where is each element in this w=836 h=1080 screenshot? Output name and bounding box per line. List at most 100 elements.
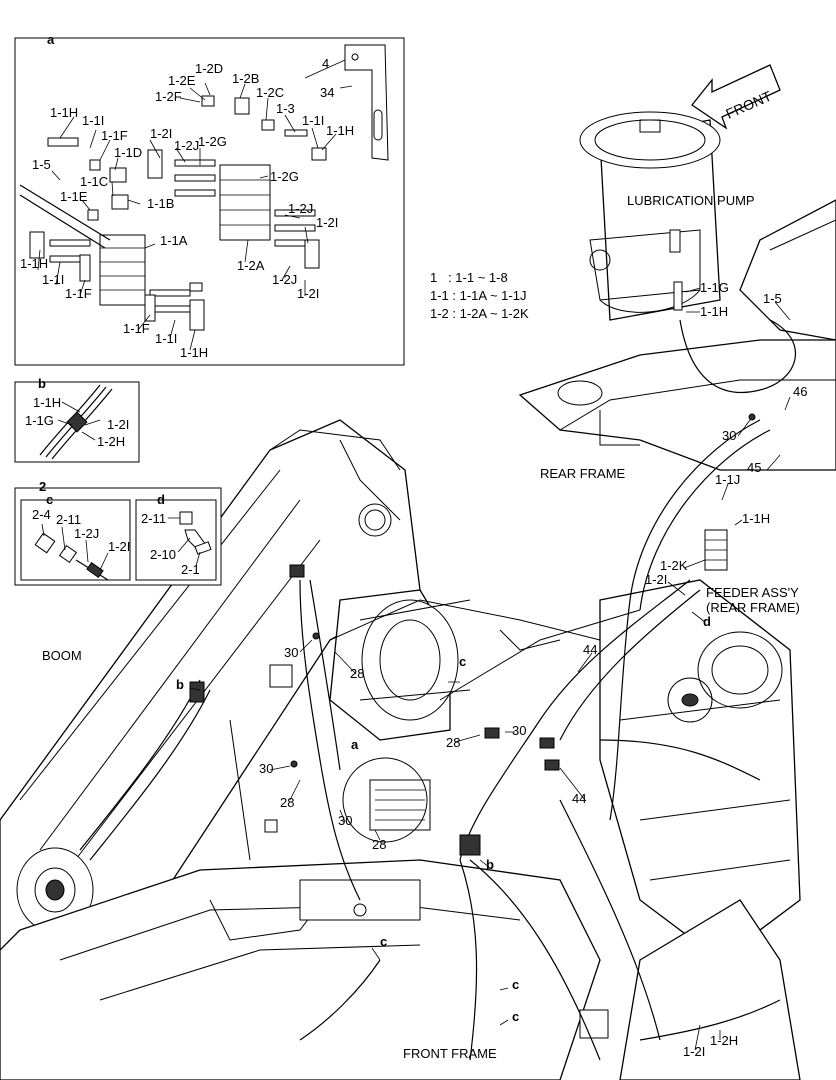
svg-text:1-2I: 1-2I — [683, 1044, 705, 1059]
svg-text:1-1I: 1-1I — [42, 272, 64, 287]
svg-text:1-1F: 1-1F — [123, 321, 150, 336]
svg-text:1-5: 1-5 — [763, 291, 782, 306]
svg-text:30: 30 — [284, 645, 298, 660]
svg-text:c: c — [512, 977, 519, 992]
panel-2-number: 2 — [39, 479, 46, 494]
svg-text:34: 34 — [320, 85, 334, 100]
svg-text:28: 28 — [372, 837, 386, 852]
svg-text:1-1E: 1-1E — [60, 189, 88, 204]
svg-text:1-2B: 1-2B — [232, 71, 259, 86]
svg-text:4: 4 — [322, 56, 329, 71]
svg-text:28: 28 — [350, 666, 364, 681]
svg-text:2-11: 2-11 — [141, 511, 166, 526]
panel-b-letter: b — [38, 376, 46, 391]
svg-text:1-2K: 1-2K — [660, 558, 688, 573]
svg-text:1-2I: 1-2I — [297, 286, 319, 301]
front-direction-arrow: FRONT — [691, 64, 781, 130]
svg-text:2-4: 2-4 — [32, 507, 51, 522]
svg-text:1-2I: 1-2I — [107, 417, 129, 432]
svg-text:1-2A: 1-2A — [237, 258, 265, 273]
svg-text:1-1C: 1-1C — [80, 174, 108, 189]
svg-text:1-2G: 1-2G — [270, 169, 299, 184]
panel-a-letter: a — [47, 32, 55, 47]
legend-line-2: 1-1 : 1-1A ~ 1-1J — [430, 288, 526, 303]
svg-text:1-5: 1-5 — [32, 157, 51, 172]
lubrication-pump — [579, 111, 721, 321]
svg-text:1-1H: 1-1H — [180, 345, 208, 360]
detail-panel-b: b 1-1H 1-1G 1-2I 1-2H — [14, 376, 140, 463]
svg-text:1-1G: 1-1G — [700, 280, 729, 295]
svg-text:1-1B: 1-1B — [147, 196, 174, 211]
svg-text:1-1H: 1-1H — [326, 123, 354, 138]
detail-panel-a: a — [14, 32, 405, 366]
feeder-rear-frame-label: (REAR FRAME) — [706, 600, 800, 615]
svg-text:1-2D: 1-2D — [195, 61, 223, 76]
svg-text:30: 30 — [512, 723, 526, 738]
feeder-assy-label: FEEDER ASS'Y — [706, 585, 799, 600]
panel-a-callouts: 4 34 1-2D 1-2E 1-2B 1-2F 1-2C 1-3 1-1I 1… — [20, 56, 354, 360]
svg-text:1-3: 1-3 — [276, 101, 295, 116]
svg-text:1-1H: 1-1H — [50, 105, 78, 120]
svg-text:2-10: 2-10 — [150, 547, 176, 562]
svg-text:1-2I: 1-2I — [316, 215, 338, 230]
svg-text:1-1I: 1-1I — [82, 113, 104, 128]
svg-text:a: a — [351, 737, 359, 752]
svg-text:1-1I: 1-1I — [155, 331, 177, 346]
svg-text:1-1J: 1-1J — [715, 472, 740, 487]
svg-text:1-1F: 1-1F — [65, 286, 92, 301]
svg-text:1-1I: 1-1I — [302, 113, 324, 128]
svg-text:28: 28 — [280, 795, 294, 810]
legend-line-3: 1-2 : 1-2A ~ 1-2K — [430, 306, 529, 321]
main-labels: LUBRICATION PUMP REAR FRAME FRONT FRAME … — [42, 193, 800, 1061]
svg-text:45: 45 — [747, 460, 761, 475]
svg-text:b: b — [486, 857, 494, 872]
svg-text:28: 28 — [446, 735, 460, 750]
svg-text:44: 44 — [572, 791, 586, 806]
main-callouts: 1-1G 1-1H 1-5 46 30 45 1-1J 1-1H 1-2K 1-… — [176, 280, 807, 1059]
rear-frame-label: REAR FRAME — [540, 466, 626, 481]
svg-text:c: c — [459, 654, 466, 669]
svg-text:30: 30 — [338, 813, 352, 828]
svg-text:1-1H: 1-1H — [33, 395, 61, 410]
svg-text:b: b — [176, 677, 184, 692]
svg-text:1-1F: 1-1F — [101, 128, 128, 143]
machine-line-art — [0, 199, 836, 1080]
svg-text:46: 46 — [793, 384, 807, 399]
svg-text:1-2I: 1-2I — [150, 126, 172, 141]
svg-text:1-2F: 1-2F — [155, 89, 182, 104]
svg-text:44: 44 — [583, 642, 597, 657]
svg-text:d: d — [703, 614, 711, 629]
svg-text:2-1: 2-1 — [181, 562, 200, 577]
svg-text:c: c — [380, 934, 387, 949]
boom-label: BOOM — [42, 648, 82, 663]
svg-text:1-1G: 1-1G — [25, 413, 54, 428]
svg-text:2-11: 2-11 — [56, 512, 81, 527]
detail-panel-2: 2 c d 2-4 2-11 1-2J 1-2I 2-11 2-10 2-1 — [14, 479, 222, 586]
svg-text:1-2H: 1-2H — [97, 434, 125, 449]
svg-text:1-1H: 1-1H — [20, 256, 48, 271]
svg-text:1-2J: 1-2J — [272, 272, 297, 287]
svg-text:30: 30 — [259, 761, 273, 776]
panel-c-letter: c — [46, 492, 53, 507]
svg-text:1-1H: 1-1H — [700, 304, 728, 319]
svg-text:1-2C: 1-2C — [256, 85, 284, 100]
svg-text:1-2I: 1-2I — [108, 539, 130, 554]
panel-d-letter: d — [157, 492, 165, 507]
svg-text:1-1D: 1-1D — [114, 145, 142, 160]
svg-text:1-2H: 1-2H — [710, 1033, 738, 1048]
svg-text:1-1A: 1-1A — [160, 233, 188, 248]
part-number-legend: 1 : 1-1 ~ 1-8 1-1 : 1-1A ~ 1-1J 1-2 : 1-… — [430, 270, 529, 321]
svg-text:1-1H: 1-1H — [742, 511, 770, 526]
svg-text:1-2G: 1-2G — [198, 134, 227, 149]
lubrication-pump-label: LUBRICATION PUMP — [627, 193, 755, 208]
svg-text:c: c — [512, 1009, 519, 1024]
legend-line-1: 1 : 1-1 ~ 1-8 — [430, 270, 508, 285]
svg-text:1-2J: 1-2J — [174, 138, 199, 153]
front-frame-label: FRONT FRAME — [403, 1046, 497, 1061]
svg-text:1-2E: 1-2E — [168, 73, 196, 88]
svg-text:30: 30 — [722, 428, 736, 443]
svg-text:1-2J: 1-2J — [288, 201, 313, 216]
svg-text:1-2I: 1-2I — [645, 572, 667, 587]
svg-text:1-2J: 1-2J — [74, 526, 99, 541]
